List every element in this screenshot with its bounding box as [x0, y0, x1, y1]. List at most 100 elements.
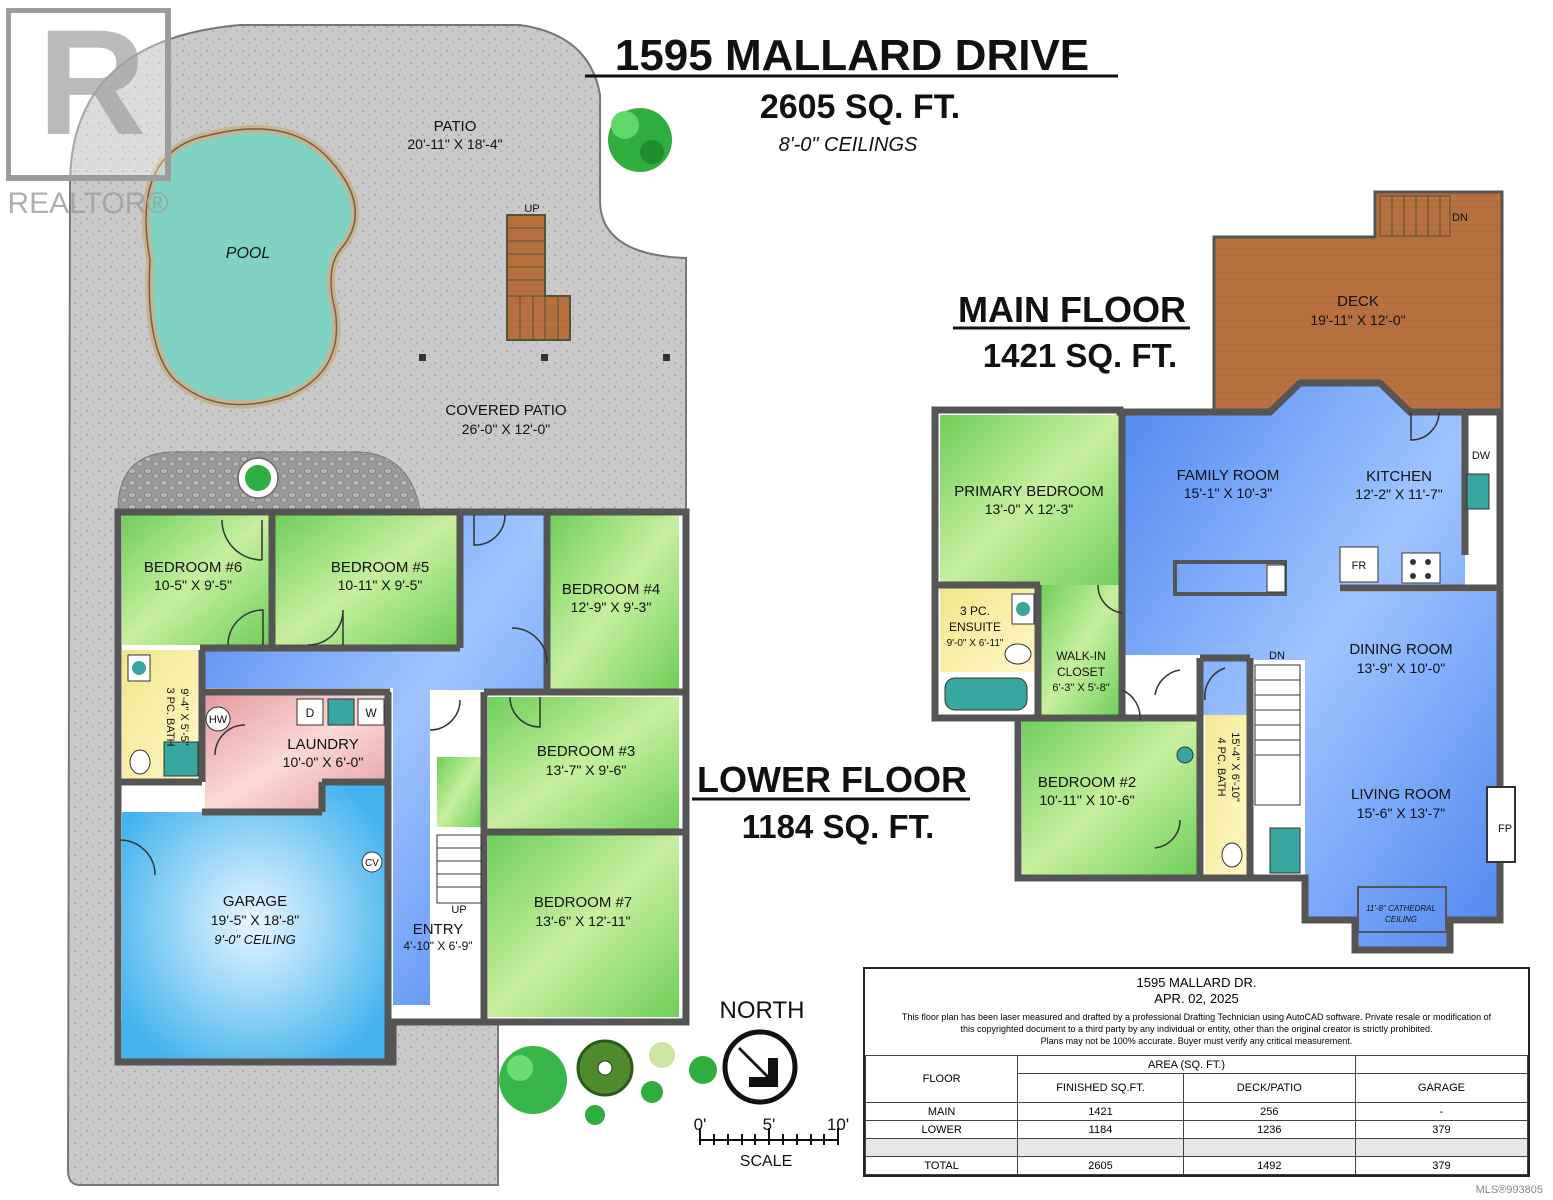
dining-room-label: DINING ROOM [1349, 641, 1452, 658]
entry-dims: 4'-10" X 6'-9" [403, 939, 472, 953]
col-garage: GARAGE [1354, 1073, 1529, 1103]
outdoor-stairs-label: UP [524, 203, 539, 215]
lower-floor-title: LOWER FLOOR [697, 759, 967, 800]
bedroom5-dims: 10-11" X 9'-5" [338, 577, 423, 593]
family-room-dims: 15'-1" X 10'-3" [1184, 485, 1272, 501]
ensuite-dims: 9'-0" X 6'-11" [947, 638, 1004, 649]
cell: 1421 [1017, 1102, 1184, 1121]
dining-room-dims: 13'-9" X 10'-0" [1357, 660, 1445, 676]
scale-tick-5: 5' [763, 1115, 776, 1134]
scale-tick-0: 0' [694, 1115, 707, 1134]
primary-bedroom-label: PRIMARY BEDROOM [954, 483, 1103, 500]
bedroom4-dims: 12'-9" X 9'-3" [571, 599, 652, 615]
laundry-label: LAUNDRY [287, 736, 358, 753]
cell: 379 [1354, 1156, 1529, 1175]
main-stairs-label: DN [1269, 650, 1285, 662]
summary-note-2: this copyrighted document to a third par… [960, 1024, 1433, 1034]
cell: TOTAL [864, 1156, 1019, 1175]
main-bath-dims: 15'-4" X 6'-10" [1229, 732, 1241, 802]
deck-label: DECK [1337, 293, 1379, 310]
central-vac-label: CV [365, 858, 379, 869]
garage-ceiling: 9'-0" CEILING [214, 932, 296, 947]
tree-patio [237, 457, 279, 499]
bedroom6-label: BEDROOM #6 [144, 559, 242, 576]
pool-label: POOL [226, 245, 270, 262]
main-bath-label: 4 PC. BATH [1215, 737, 1227, 796]
summary-date: APR. 02, 2025 [1154, 991, 1239, 1006]
covered-patio-dims: 26'-0" X 12'-0" [462, 421, 550, 437]
realtor-logo: R REALTOR® [5, 0, 186, 223]
bedroom7-dims: 13'-6" X 12'-11" [535, 913, 630, 929]
garage-label: GARAGE [223, 893, 287, 910]
bedroom3-dims: 13'-7" X 9'-6" [546, 762, 627, 778]
living-room-dims: 15'-6" X 13'-7" [1357, 805, 1445, 821]
laundry-dims: 10'-0" X 6'-0" [283, 754, 364, 770]
cathedral-label-1: 11'-8" CATHEDRAL [1366, 904, 1436, 913]
kitchen-dims: 12'-2" X 11'-7" [1355, 486, 1442, 502]
primary-bedroom-dims: 13'-0" X 12'-3" [985, 501, 1073, 517]
covered-patio-label: COVERED PATIO [445, 402, 566, 419]
total-area: 2605 SQ. FT. [760, 88, 960, 126]
table-row: MAIN 1421 256 - [864, 1102, 1529, 1121]
summary-note-1: This floor plan has been laser measured … [901, 1012, 1492, 1022]
family-room-label: FAMILY ROOM [1177, 467, 1280, 484]
entry-label: ENTRY [413, 921, 464, 938]
scale-bar [699, 1128, 839, 1145]
deck-dims: 19'-11" X 12'-0" [1310, 312, 1405, 328]
dryer-label: D [306, 706, 315, 720]
north-label: NORTH [720, 997, 805, 1024]
closet-label-1: WALK-IN [1056, 649, 1106, 663]
main-floor-area: 1421 SQ. FT. [983, 337, 1177, 374]
cell: 379 [1354, 1120, 1529, 1139]
summary-note-3: Plans may not be 100% accurate. Buyer mu… [1040, 1036, 1353, 1046]
hot-water-label: HW [209, 714, 228, 726]
svg-text:R: R [38, 8, 146, 166]
ensuite-label-1: 3 PC. [960, 604, 990, 618]
bedroom7-label: BEDROOM #7 [534, 894, 632, 911]
bedroom4-label: BEDROOM #4 [562, 581, 660, 598]
lower-bath-label: 3 PC. BATH [164, 687, 176, 746]
bedroom6-dims: 10-5" X 9'-5" [154, 577, 232, 593]
bedroom2-label: BEDROOM #2 [1038, 774, 1136, 791]
garage-dims: 19'-5" X 18'-8" [211, 912, 299, 928]
outdoor-stairs [506, 214, 571, 341]
summary-address: 1595 MALLARD DR. [1136, 975, 1257, 990]
table-row: LOWER 1184 1236 379 [864, 1120, 1529, 1139]
bedroom5-label: BEDROOM #5 [331, 559, 429, 576]
table-row: TOTAL 2605 1492 379 [864, 1156, 1529, 1175]
ensuite-label-2: ENSUITE [949, 620, 1001, 634]
patio-label: PATIO [434, 118, 477, 135]
cell: LOWER [864, 1120, 1019, 1139]
cell: - [1354, 1102, 1529, 1121]
cell: 256 [1182, 1102, 1356, 1121]
col-floor: FLOOR [864, 1055, 1019, 1103]
closet-label-2: CLOSET [1057, 665, 1106, 679]
trees-bottom [499, 1039, 717, 1125]
area-table: FLOOR AREA (SQ. FT.) FINISHED SQ.FT. DEC… [864, 1055, 1529, 1175]
cell: 2605 [1017, 1156, 1184, 1175]
col-finished: FINISHED SQ.FT. [1017, 1073, 1184, 1103]
kitchen-label: KITCHEN [1366, 468, 1432, 485]
ceiling-height: 8'-0" CEILINGS [779, 134, 918, 156]
summary-table: 1595 MALLARD DR. APR. 02, 2025 This floo… [863, 967, 1530, 1177]
cell: MAIN [864, 1102, 1019, 1121]
col-deck: DECK/PATIO [1182, 1073, 1356, 1103]
washer-label: W [365, 706, 377, 720]
closet-dims: 6'-3" X 5'-8" [1052, 682, 1109, 694]
lower-floor-area: 1184 SQ. FT. [742, 808, 935, 845]
bedroom3-label: BEDROOM #3 [537, 743, 635, 760]
cell: 1184 [1017, 1120, 1184, 1139]
area-header: AREA (SQ. FT.) [1017, 1055, 1356, 1074]
bedroom2-dims: 10'-11" X 10'-6" [1039, 792, 1134, 808]
deck-stairs-label: DN [1452, 212, 1468, 224]
fridge-label: FR [1352, 560, 1367, 572]
fireplace-label: FP [1498, 823, 1512, 835]
cell: 1492 [1182, 1156, 1356, 1175]
tree-top [608, 108, 672, 172]
patio-dims: 20'-11" X 18'-4" [407, 136, 502, 152]
lower-stairs-label: UP [451, 904, 466, 916]
scale-tick-10: 10' [827, 1115, 849, 1134]
cathedral-label-2: CEILING [1385, 915, 1417, 924]
mls-number: MLS®993805 [1475, 1184, 1543, 1196]
